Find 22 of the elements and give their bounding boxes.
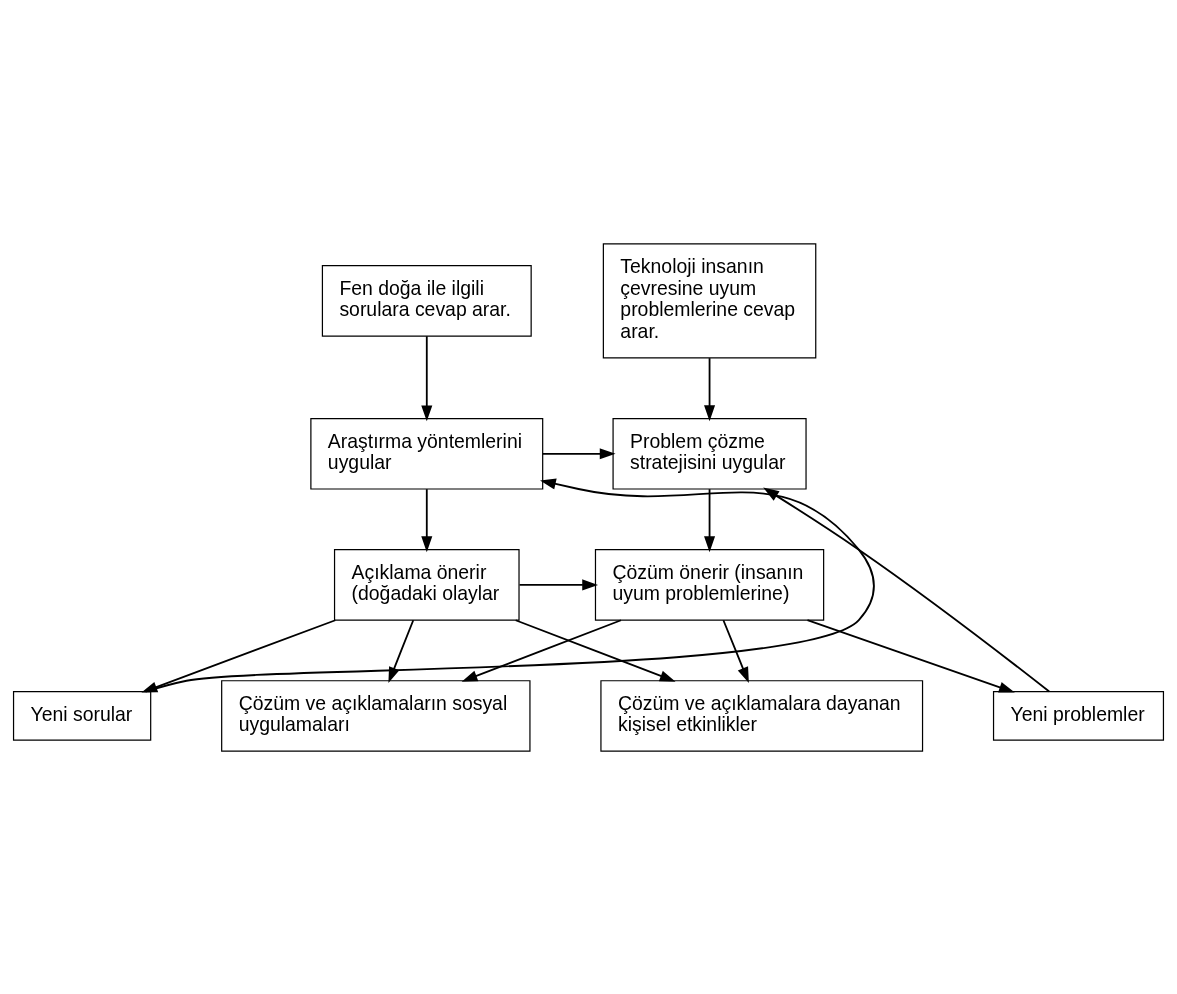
- arrow: [421, 334, 433, 421]
- arrow: [722, 618, 749, 683]
- arrow: [421, 487, 433, 552]
- node-box: Yeni sorular: [12, 690, 152, 741]
- node-box: Çözüm önerir (insanın uyum problemlerine): [594, 548, 825, 621]
- arrow: [144, 478, 876, 692]
- arrow: [806, 618, 1015, 693]
- arrow: [704, 487, 716, 552]
- arrow: [763, 487, 1051, 692]
- node-box: Çözüm ve açıklamaların sosyal uygulamaları: [221, 679, 531, 752]
- arrow: [461, 618, 622, 682]
- arrow: [514, 618, 676, 682]
- node-box: Fen doğa ile ilgili sorulara cevap arar.: [321, 264, 532, 337]
- arrow: [704, 356, 716, 421]
- node-box: Açıklama önerir (doğadaki olaylar: [333, 548, 520, 621]
- node-box: Teknoloji insanın çevresine uyum problemlerine cevap arar.: [602, 242, 817, 359]
- node-box: Araştırma yöntemlerini uygular: [310, 417, 544, 490]
- node-box: Problem çözme stratejisini uygular: [612, 417, 807, 490]
- node-box: Çözüm ve açıklamalara dayanan kişisel etkinlikler: [600, 679, 924, 752]
- arrow: [541, 447, 616, 459]
- node-box: Yeni problemler: [992, 690, 1165, 741]
- arrow: [518, 578, 599, 590]
